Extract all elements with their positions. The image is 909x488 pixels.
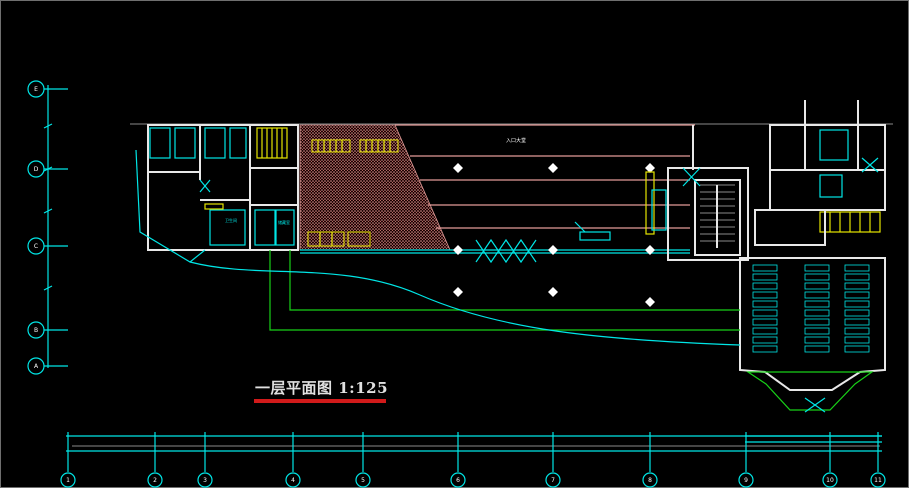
- right-rooms: [754, 100, 886, 246]
- dining-pavilion: [739, 257, 886, 413]
- room-label-restroom: 卫生间: [225, 217, 237, 223]
- row-axis-bubble: [27, 357, 45, 375]
- dining-table: [804, 291, 830, 299]
- dining-table: [804, 309, 830, 317]
- dining-table: [752, 291, 778, 299]
- dining-table: [752, 264, 778, 272]
- dining-table: [752, 300, 778, 308]
- dining-table: [804, 264, 830, 272]
- seating-area: [299, 124, 451, 251]
- row-axis-dimension-line: [43, 85, 53, 368]
- row-axis-bubble: [27, 80, 45, 98]
- column-marker: [548, 287, 558, 297]
- column-axis-bubble: [450, 472, 466, 488]
- row-axis-label: B: [34, 327, 38, 334]
- column-marker: [645, 245, 655, 255]
- row-axis-label: D: [34, 166, 39, 173]
- dining-table: [752, 327, 778, 335]
- dining-table: [804, 300, 830, 308]
- dining-table: [804, 318, 830, 326]
- hall-lines: 入口大堂: [395, 124, 695, 229]
- service-block-walls: 卫生间 储藏室: [147, 124, 299, 251]
- front-facade: [300, 221, 690, 264]
- column-axis-bubble: [642, 472, 658, 488]
- dining-table: [804, 273, 830, 281]
- dining-table: [752, 282, 778, 290]
- column-axis-bubble: [147, 472, 163, 488]
- dining-table: [804, 327, 830, 335]
- column-marker: [645, 163, 655, 173]
- column-marker: [645, 297, 655, 307]
- column-axis-label: 5: [361, 477, 365, 484]
- dining-table: [804, 282, 830, 290]
- dining-table: [804, 336, 830, 344]
- structural-columns: [453, 163, 655, 307]
- dining-table: [804, 345, 830, 353]
- column-axis-bubble: [285, 472, 301, 488]
- dining-table: [844, 327, 870, 335]
- title-underline: [254, 399, 386, 403]
- dining-table: [752, 273, 778, 281]
- column-axis-label: 10: [826, 477, 834, 484]
- room-label-storage: 储藏室: [278, 219, 290, 225]
- column-marker: [453, 245, 463, 255]
- column-axis-bubble: [197, 472, 213, 488]
- column-axis-label: 2: [153, 477, 157, 484]
- left-curved-wall: [135, 149, 206, 263]
- column-axis-label: 9: [744, 477, 748, 484]
- dining-table: [844, 300, 870, 308]
- column-axis-bubble: [60, 472, 76, 488]
- row-axis-bubbles: E D C B A: [27, 80, 68, 375]
- column-dimension-lines: [66, 435, 882, 452]
- column-axis-label: 6: [456, 477, 460, 484]
- column-axis-bubble: [738, 472, 754, 488]
- dining-table: [752, 318, 778, 326]
- column-axis-bubble: [355, 472, 371, 488]
- dining-table: [844, 273, 870, 281]
- dining-table: [844, 336, 870, 344]
- row-axis-bubble: [27, 160, 45, 178]
- dining-table: [752, 309, 778, 317]
- dining-table: [752, 345, 778, 353]
- dining-table: [844, 291, 870, 299]
- column-marker: [548, 163, 558, 173]
- column-axis-bubbles: 1 2 3 4 5 6 7 8 9 10 11: [60, 432, 886, 488]
- dining-table: [844, 345, 870, 353]
- row-axis-bubble: [27, 237, 45, 255]
- dining-table: [844, 282, 870, 290]
- column-marker: [453, 163, 463, 173]
- row-axis-bubble: [27, 321, 45, 339]
- column-axis-label: 4: [291, 477, 295, 484]
- stair-core: [645, 167, 749, 261]
- row-axis-label: E: [34, 86, 38, 93]
- column-axis-label: 7: [551, 477, 555, 484]
- column-axis-label: 1: [66, 477, 70, 484]
- column-marker: [453, 287, 463, 297]
- column-axis-label: 8: [648, 477, 652, 484]
- row-axis-label: A: [34, 363, 39, 370]
- column-axis-label: 11: [874, 477, 882, 484]
- dining-table: [844, 309, 870, 317]
- dining-table: [752, 336, 778, 344]
- row-axis-label: C: [34, 243, 38, 250]
- column-axis-label: 3: [203, 477, 207, 484]
- hall-label: 入口大堂: [506, 137, 526, 144]
- dining-table: [844, 318, 870, 326]
- dining-tables: [752, 264, 870, 353]
- column-axis-bubble: [545, 472, 561, 488]
- column-marker: [548, 245, 558, 255]
- landscape-lines: [189, 250, 741, 346]
- dining-table: [844, 264, 870, 272]
- drawing-title: 一层平面图 1:125: [255, 379, 389, 397]
- column-axis-bubble: [822, 472, 838, 488]
- column-axis-bubble: [870, 472, 886, 488]
